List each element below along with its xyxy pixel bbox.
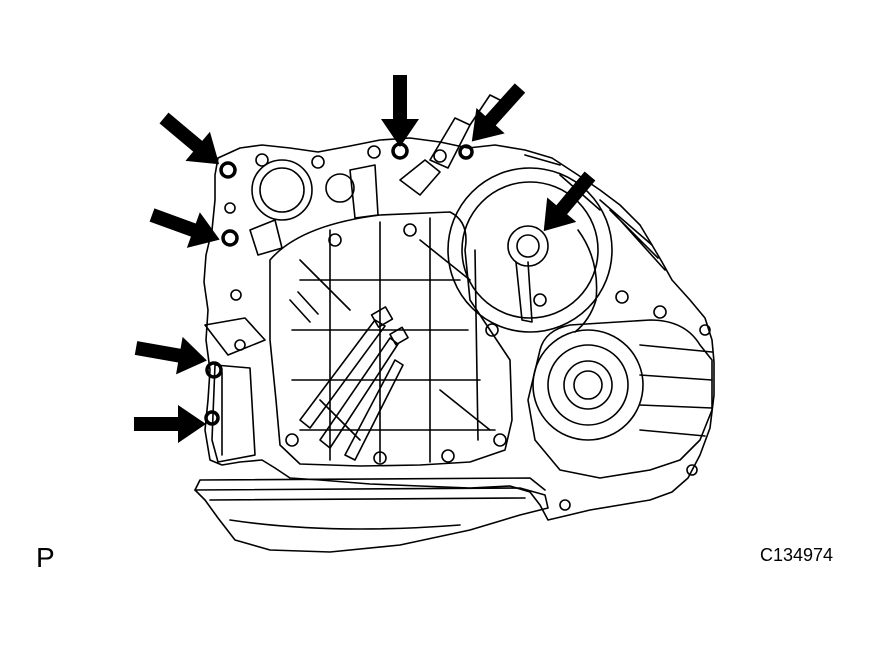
pipe-fitting-a [370, 306, 394, 328]
shaft-lever [515, 261, 533, 323]
left-middle-bolt [221, 229, 239, 247]
view-label: P [36, 542, 55, 573]
oil-pan [194, 487, 549, 553]
shaft-bore-inner [516, 234, 540, 258]
output-shaft-seal-outer [532, 329, 644, 441]
case-ribbing [524, 154, 713, 437]
callout-arrow [159, 112, 220, 165]
differential-housing-outer [447, 167, 613, 333]
wire-connector-left [204, 219, 283, 356]
valve-body-lattice [291, 217, 496, 463]
differential-housing-inner [461, 181, 599, 319]
callout-arrow [543, 171, 596, 232]
pipe-fitting-b [389, 326, 409, 346]
shaft-bore-outer [507, 225, 549, 267]
valve-body-outline [269, 211, 513, 467]
wire-connector-upper [349, 159, 441, 219]
left-side-bracket [211, 364, 256, 463]
pump-bore-outer [251, 159, 313, 221]
output-shaft-bore [573, 370, 603, 400]
target-bolts [204, 142, 474, 426]
top-right-bolt [458, 144, 474, 160]
callout-arrow [134, 336, 207, 375]
callout-arrow [471, 83, 526, 142]
callout-arrow [149, 208, 220, 248]
figure-code: C134974 [760, 545, 834, 565]
callout-arrow [381, 75, 419, 147]
callout-arrow [134, 405, 206, 443]
pump-bore-inner [259, 167, 305, 213]
bell-housing [527, 319, 713, 479]
oil-pipe-bundle [289, 291, 404, 461]
lower-left-bolt [205, 361, 223, 379]
housing-rib-right [574, 229, 598, 333]
case-bolt-holes [224, 145, 711, 511]
oil-pan-flange [194, 477, 546, 530]
output-shaft-seal-mid [547, 344, 629, 426]
lower-left-clip [204, 410, 220, 426]
small-bore [325, 173, 355, 203]
upper-left-bolt [219, 161, 237, 179]
output-shaft-seal-inner [563, 360, 613, 410]
